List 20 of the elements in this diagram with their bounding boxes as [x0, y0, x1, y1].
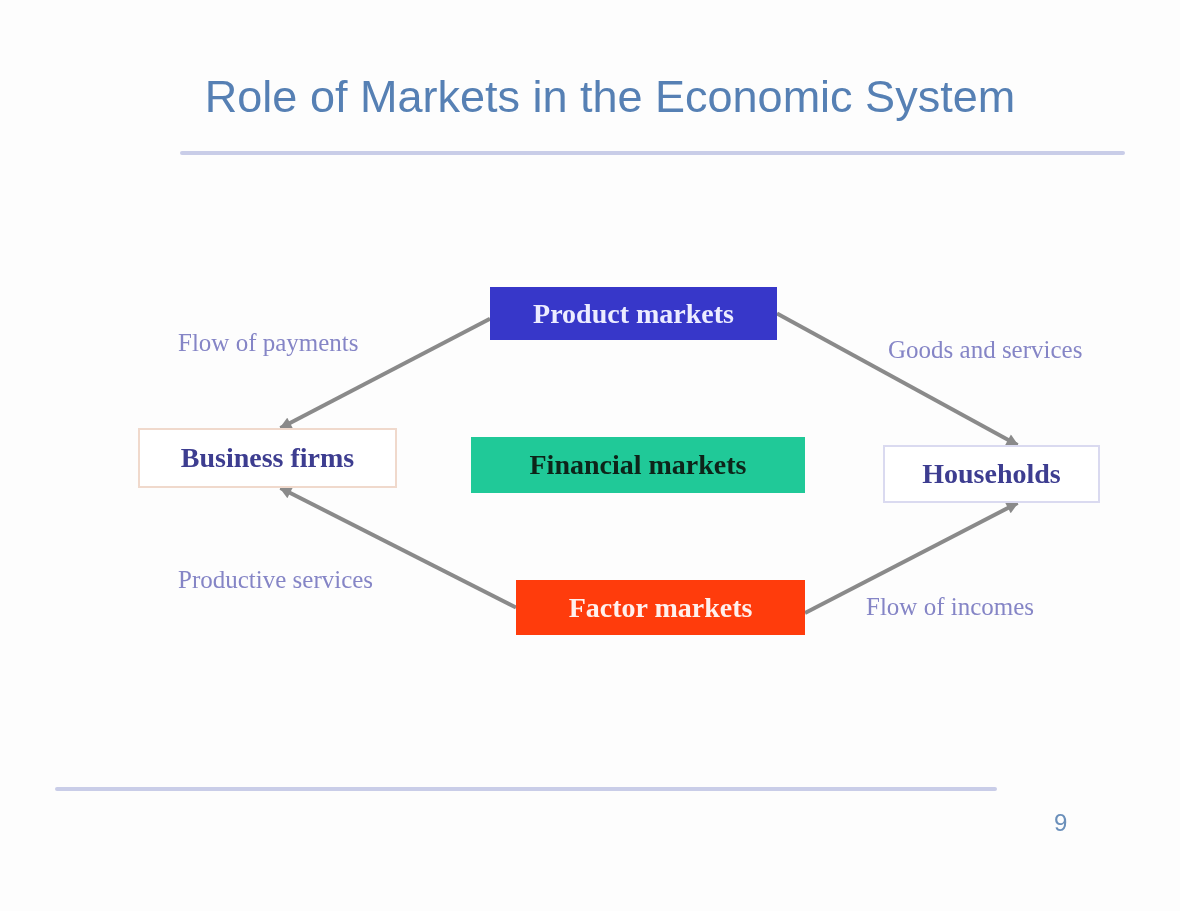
- arrow: [279, 317, 491, 430]
- page-number: 9: [1054, 810, 1068, 837]
- filled-box: [490, 287, 777, 340]
- box-label: Product markets: [533, 297, 734, 330]
- box-label: Business firms: [180, 442, 355, 474]
- box-label: Financial markets: [529, 449, 747, 481]
- filled-box: [516, 580, 805, 635]
- edge-label: Productive services: [178, 566, 374, 595]
- arrow: [804, 501, 1019, 615]
- outlined-box: [883, 445, 1100, 503]
- arrow: [279, 486, 517, 610]
- edge-label: Flow of payments: [178, 329, 359, 358]
- slide-title: Role of Markets in the Economic System: [203, 70, 1017, 124]
- box-label: Households: [922, 458, 1061, 490]
- box-label: Factor markets: [568, 591, 753, 624]
- filled-box: [471, 437, 805, 493]
- outlined-box: [138, 428, 397, 488]
- arrow: [776, 311, 1019, 447]
- edge-label: Flow of incomes: [866, 593, 1035, 622]
- edge-label: Goods and services: [888, 336, 1083, 365]
